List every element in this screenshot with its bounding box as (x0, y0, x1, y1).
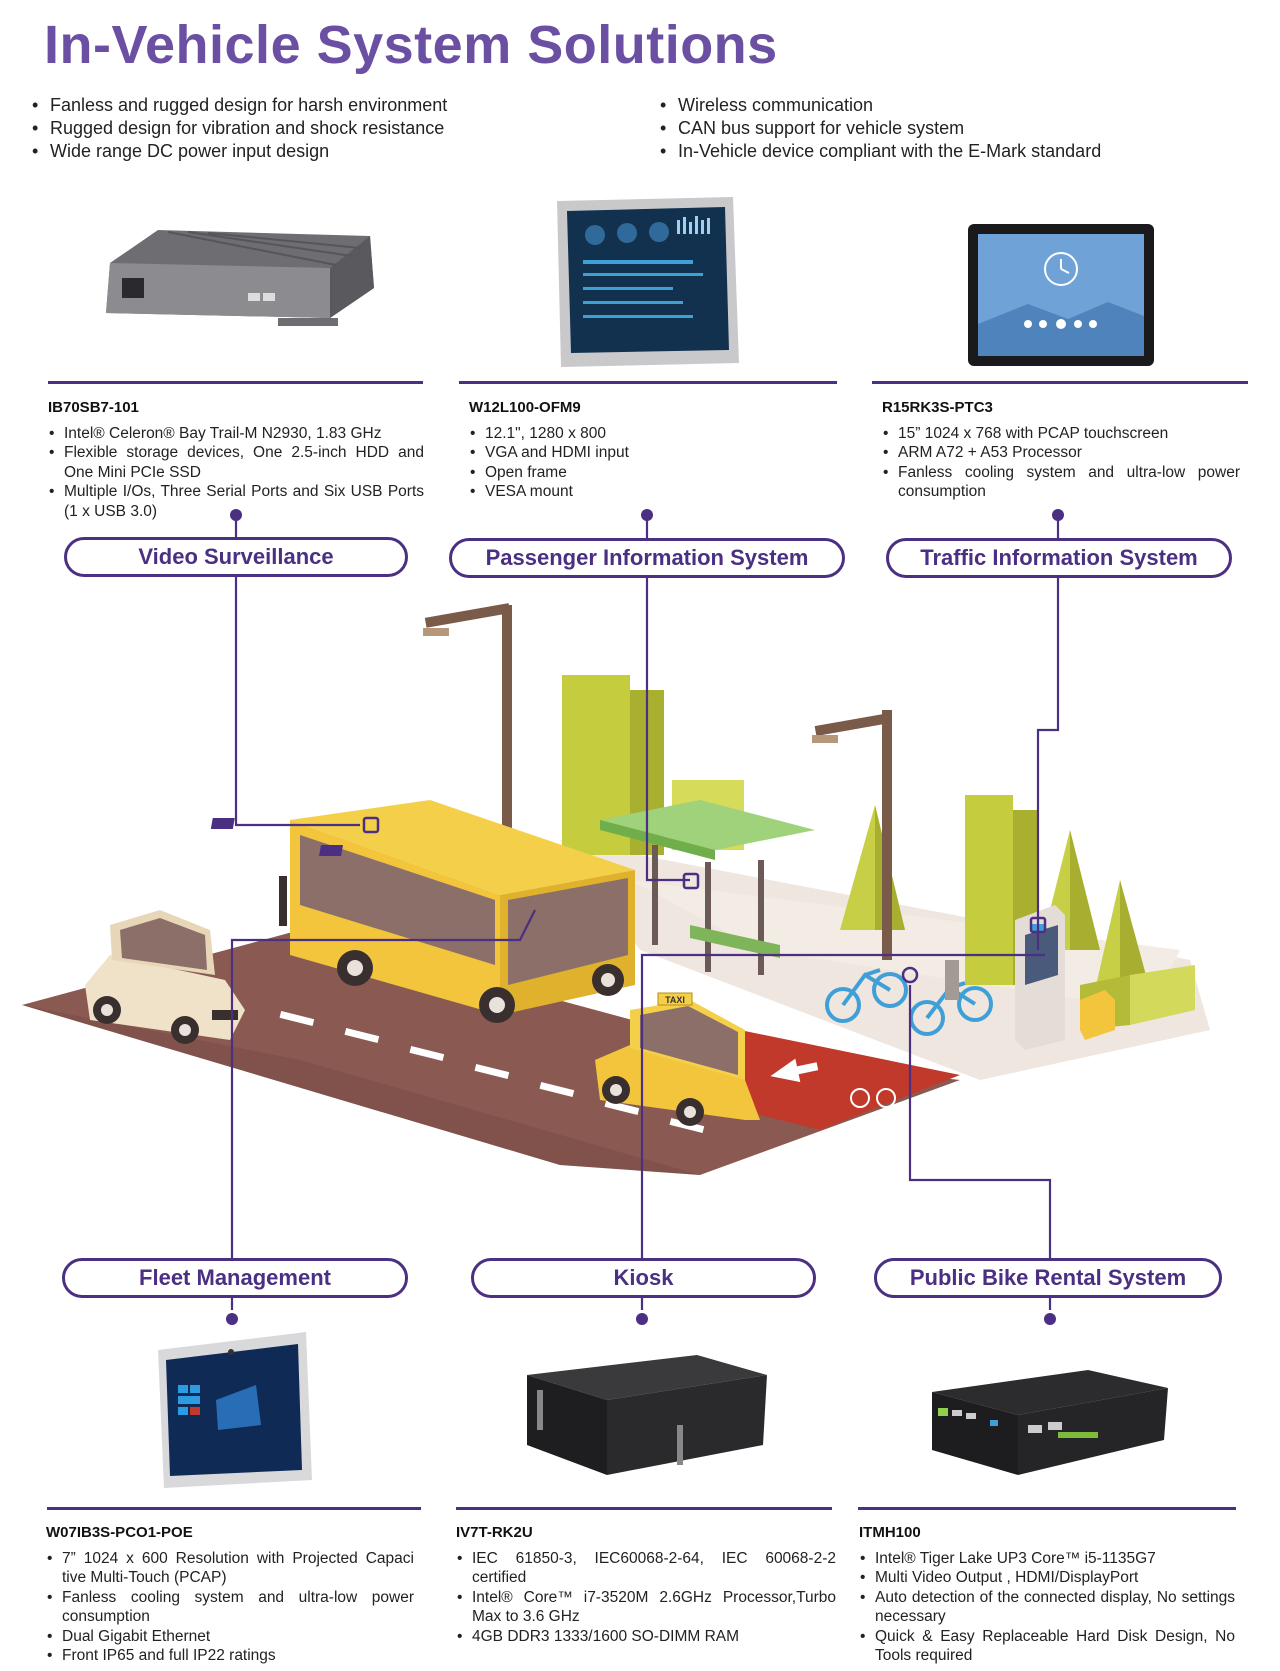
spec-item: 15” 1024 x 768 with PCAP touchscreen (882, 424, 1240, 444)
spec-item: Fanless cooling system and ultra-low pow… (46, 1588, 414, 1627)
product-spec-r15rk3s: R15RK3S-PTC3 15” 1024 x 768 with PCAP to… (882, 398, 1240, 502)
feature-item: Fanless and rugged design for harsh envi… (30, 94, 447, 117)
connector-dot (636, 1313, 648, 1325)
product-model: IV7T-RK2U (456, 1524, 533, 1541)
connector-dot (1052, 509, 1064, 521)
product-model: IB70SB7-101 (48, 399, 139, 416)
page-title: In-Vehicle System Solutions (44, 15, 778, 75)
divider (456, 1507, 832, 1510)
spec-item: Multi Video Output , HDMI/DisplayPort (859, 1568, 1235, 1588)
spec-item: Flexible storage devices, One 2.5-inch H… (48, 443, 424, 482)
feature-item: Wide range DC power input design (30, 140, 447, 163)
solution-fleet-management[interactable]: Fleet Management (62, 1258, 408, 1298)
divider (47, 1507, 421, 1510)
spec-item: Intel® Celeron® Bay Trail-M N2930, 1.83 … (48, 424, 424, 444)
feature-item: CAN bus support for vehicle system (658, 117, 1101, 140)
product-image-w07ib3s (156, 1330, 314, 1490)
solution-kiosk[interactable]: Kiosk (471, 1258, 816, 1298)
product-image-w12l100 (555, 195, 740, 370)
spec-item: Open frame (469, 463, 829, 483)
kiosk-machine (1015, 905, 1065, 1050)
spec-item: 7” 1024 x 600 Resolution with Projected … (46, 1549, 414, 1588)
spec-item: Multiple I/Os, Three Serial Ports and Si… (48, 482, 424, 521)
spec-item: Fanless cooling system and ultra-low pow… (882, 463, 1240, 502)
product-model: W12L100-OFM9 (469, 399, 581, 416)
product-model: R15RK3S-PTC3 (882, 399, 993, 416)
product-model: ITMH100 (859, 1524, 921, 1541)
spec-item: Intel® Tiger Lake UP3 Core™ i5-1135G7 (859, 1549, 1235, 1569)
taxi-sign: TAXI (665, 995, 685, 1005)
solution-public-bike-rental-system[interactable]: Public Bike Rental System (874, 1258, 1222, 1298)
product-spec-w07ib3s: W07IB3S-PCO1-POE 7” 1024 x 600 Resolutio… (46, 1523, 414, 1666)
spec-item: Intel® Core™ i7-3520M 2.6GHz Processor,T… (456, 1588, 836, 1627)
connector-dot (226, 1313, 238, 1325)
spec-item: Front IP65 and full IP22 ratings (46, 1646, 414, 1666)
solution-video-surveillance[interactable]: Video Surveillance (64, 537, 408, 577)
spec-item: Quick & Easy Replaceable Hard Disk Desig… (859, 1627, 1235, 1666)
product-model: W07IB3S-PCO1-POE (46, 1524, 193, 1541)
spec-item: Dual Gigabit Ethernet (46, 1627, 414, 1647)
solution-passenger-information-system[interactable]: Passenger Information System (449, 538, 845, 578)
product-image-itmh100 (928, 1370, 1168, 1475)
divider (48, 381, 423, 384)
product-image-r15rk3s (968, 224, 1154, 366)
spec-item: VGA and HDMI input (469, 443, 829, 463)
divider (858, 1507, 1236, 1510)
spec-item: IEC 61850-3, IEC60068-2-64, IEC 60068-2-… (456, 1549, 836, 1588)
product-spec-w12l100: W12L100-OFM9 12.1", 1280 x 800 VGA and H… (469, 398, 829, 502)
divider (872, 381, 1248, 384)
features-right: Wireless communication CAN bus support f… (658, 94, 1101, 163)
features-left: Fanless and rugged design for harsh envi… (30, 94, 447, 163)
solution-traffic-information-system[interactable]: Traffic Information System (886, 538, 1232, 578)
spec-item: 4GB DDR3 1333/1600 SO-DIMM RAM (456, 1627, 836, 1647)
divider (459, 381, 837, 384)
spec-item: VESA mount (469, 482, 829, 502)
product-spec-ib70sb7: IB70SB7-101 Intel® Celeron® Bay Trail-M … (48, 398, 424, 521)
product-image-ib70sb7 (98, 218, 378, 343)
feature-item: Wireless communication (658, 94, 1101, 117)
connector-dot (641, 509, 653, 521)
spec-item: 12.1", 1280 x 800 (469, 424, 829, 444)
connector-dot (230, 509, 242, 521)
spec-item: Auto detection of the connected display,… (859, 1588, 1235, 1627)
product-image-iv7t-rk2u (527, 1355, 767, 1485)
spec-item: ARM A72 + A53 Processor (882, 443, 1240, 463)
feature-item: In-Vehicle device compliant with the E-M… (658, 140, 1101, 163)
car (85, 910, 245, 1044)
product-spec-itmh100: ITMH100 Intel® Tiger Lake UP3 Core™ i5-1… (859, 1523, 1235, 1666)
feature-item: Rugged design for vibration and shock re… (30, 117, 447, 140)
connector-dot (1044, 1313, 1056, 1325)
product-spec-iv7t-rk2u: IV7T-RK2U IEC 61850-3, IEC60068-2-64, IE… (456, 1523, 836, 1646)
